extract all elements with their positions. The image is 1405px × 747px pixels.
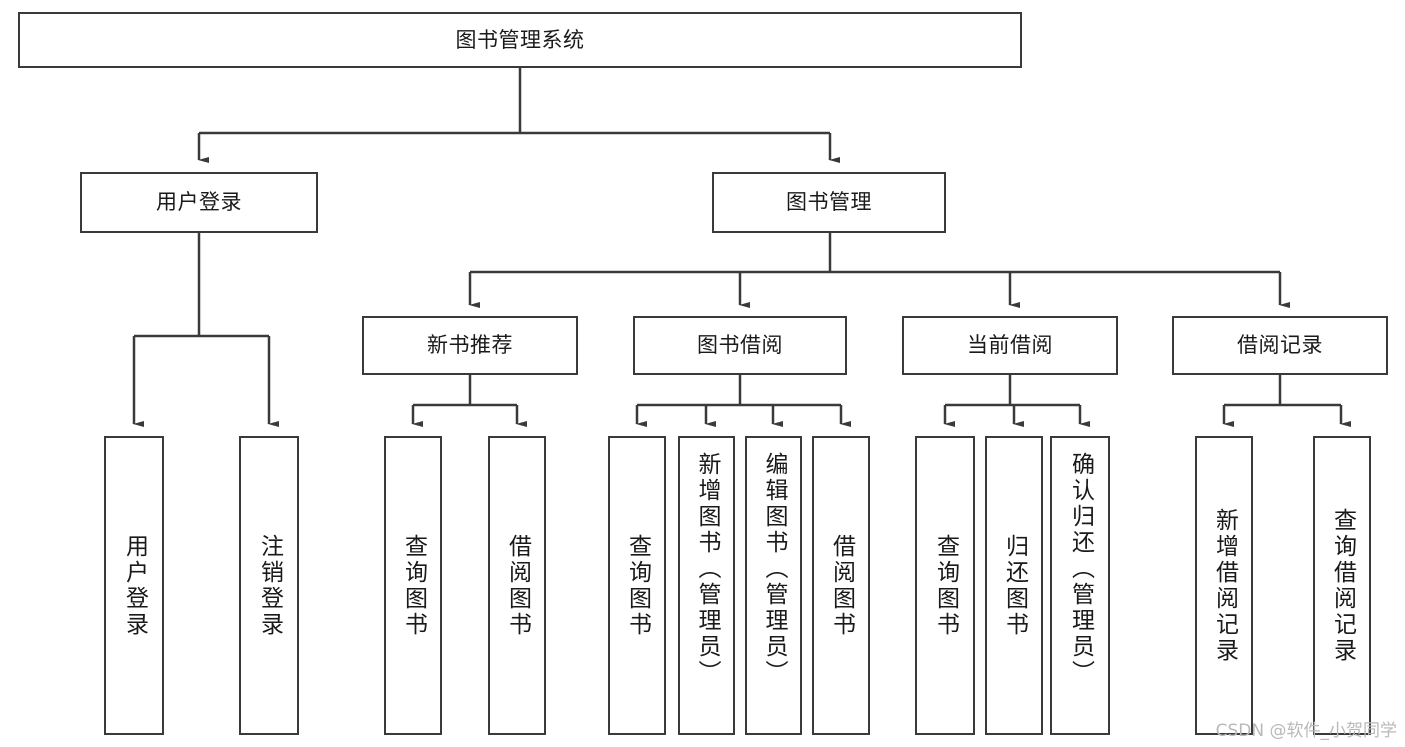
leaf-borrow-book[interactable]: 借阅图书 [812, 436, 870, 735]
leaf-query-book-current[interactable]: 查询图书 [915, 436, 975, 735]
node-label: 借阅图书 [828, 533, 855, 638]
node-label: 图书借阅 [697, 333, 783, 358]
leaf-user-login[interactable]: 用户登录 [104, 436, 164, 735]
node-label: 图书管理 [786, 190, 872, 215]
node-label: 用户登录 [156, 190, 242, 215]
leaf-logout[interactable]: 注销登录 [239, 436, 299, 735]
node-label: 编辑图书（管理员） [761, 452, 787, 686]
node-label: 查询图书 [400, 533, 427, 638]
leaf-add-borrow-record[interactable]: 新增借阅记录 [1195, 436, 1253, 735]
leaf-query-book-borrow[interactable]: 查询图书 [608, 436, 666, 735]
node-label: 借阅图书 [504, 533, 531, 638]
node-label: 用户登录 [121, 533, 148, 638]
csdn-watermark: CSDN @软件_小贺同学 [1215, 721, 1397, 741]
leaf-confirm-return-admin[interactable]: 确认归还（管理员） [1050, 436, 1110, 735]
node-label: 新书推荐 [427, 333, 513, 358]
leaf-borrow-book-recommend[interactable]: 借阅图书 [488, 436, 546, 735]
node-new-book-recommend[interactable]: 新书推荐 [362, 316, 578, 375]
node-label: 归还图书 [1001, 533, 1028, 638]
node-borrow-record[interactable]: 借阅记录 [1172, 316, 1388, 375]
node-root-system[interactable]: 图书管理系统 [18, 12, 1022, 68]
node-label: 注销登录 [256, 533, 283, 638]
node-label: 当前借阅 [967, 333, 1053, 358]
leaf-query-book-recommend[interactable]: 查询图书 [384, 436, 442, 735]
node-label: 查询图书 [624, 533, 651, 638]
leaf-edit-book-admin[interactable]: 编辑图书（管理员） [745, 436, 802, 735]
node-current-borrow[interactable]: 当前借阅 [902, 316, 1118, 375]
node-label: 新增借阅记录 [1211, 507, 1238, 664]
node-label: 借阅记录 [1237, 333, 1323, 358]
node-book-management[interactable]: 图书管理 [712, 172, 946, 233]
node-book-borrow[interactable]: 图书借阅 [633, 316, 847, 375]
node-label: 查询借阅记录 [1329, 507, 1356, 664]
node-label: 确认归还（管理员） [1067, 452, 1094, 686]
node-label: 图书管理系统 [455, 27, 585, 52]
node-label: 查询图书 [932, 533, 959, 638]
leaf-add-book-admin[interactable]: 新增图书（管理员） [678, 436, 735, 735]
node-user-login[interactable]: 用户登录 [80, 172, 318, 233]
leaf-query-borrow-record[interactable]: 查询借阅记录 [1313, 436, 1371, 735]
leaf-return-book[interactable]: 归还图书 [985, 436, 1043, 735]
node-label: 新增图书（管理员） [694, 452, 720, 686]
